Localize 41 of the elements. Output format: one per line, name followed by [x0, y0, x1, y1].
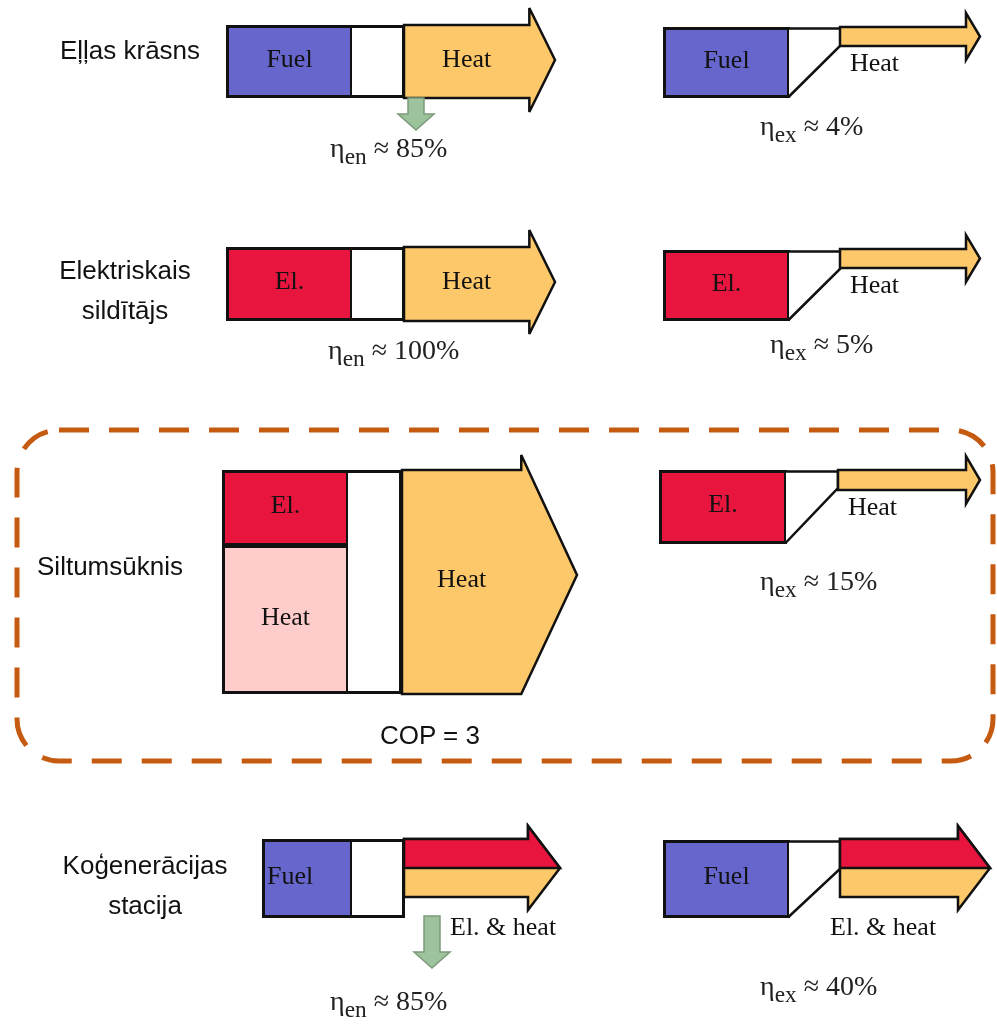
conversion-block: [348, 470, 402, 694]
energy-block: [663, 840, 790, 918]
block-label: Fuel: [703, 44, 750, 75]
block-label: Heat: [437, 564, 487, 594]
efficiency-label: η$_{ex}$ ≈ 40%: [760, 970, 878, 1008]
ratio-label: COP = 3: [380, 719, 480, 752]
energy-block: [222, 470, 349, 546]
conversion-block: [352, 839, 405, 918]
block-label: Heat: [850, 48, 900, 78]
flow-label: El. & heat: [830, 912, 937, 942]
efficiency-label: η$_{en}$ ≈ 100%: [328, 334, 460, 372]
block-label: Fuel: [266, 43, 313, 74]
efficiency-label: η$_{ex}$ ≈ 15%: [760, 565, 878, 603]
energy-block: [226, 247, 353, 321]
block-label: El.: [270, 490, 301, 520]
efficiency-label: η$_{en}$ ≈ 85%: [330, 132, 448, 170]
block-label: Heat: [260, 601, 311, 632]
block-label: El.: [708, 489, 738, 519]
row-label: Eļļas krāsns: [58, 34, 202, 67]
efficiency-label: η$_{ex}$ ≈ 4%: [760, 110, 864, 148]
row-label: Koģenerācijas stacija: [61, 849, 229, 922]
energy-block: [663, 250, 790, 321]
conversion-block: [352, 247, 405, 321]
block-label: Heat: [442, 266, 492, 296]
energy-block: [262, 839, 353, 918]
block-label: Heat: [850, 270, 900, 300]
energy-block: [222, 545, 349, 694]
energy-block: [226, 25, 353, 98]
block-label: Fuel: [267, 860, 314, 891]
energy-block: [663, 27, 790, 98]
flow-label: El. & heat: [450, 912, 557, 942]
block-label: Fuel: [703, 861, 750, 891]
block-label: El.: [274, 266, 305, 296]
efficiency-label: η$_{ex}$ ≈ 5%: [770, 328, 874, 366]
row-label: Elektriskais sildītājs: [58, 254, 192, 327]
block-label: Heat: [848, 492, 898, 522]
block-label: El.: [711, 267, 742, 298]
block-label: Heat: [442, 43, 492, 74]
conversion-block: [352, 25, 405, 98]
efficiency-label: η$_{en}$ ≈ 85%: [330, 985, 448, 1023]
energy-block: [659, 470, 787, 544]
